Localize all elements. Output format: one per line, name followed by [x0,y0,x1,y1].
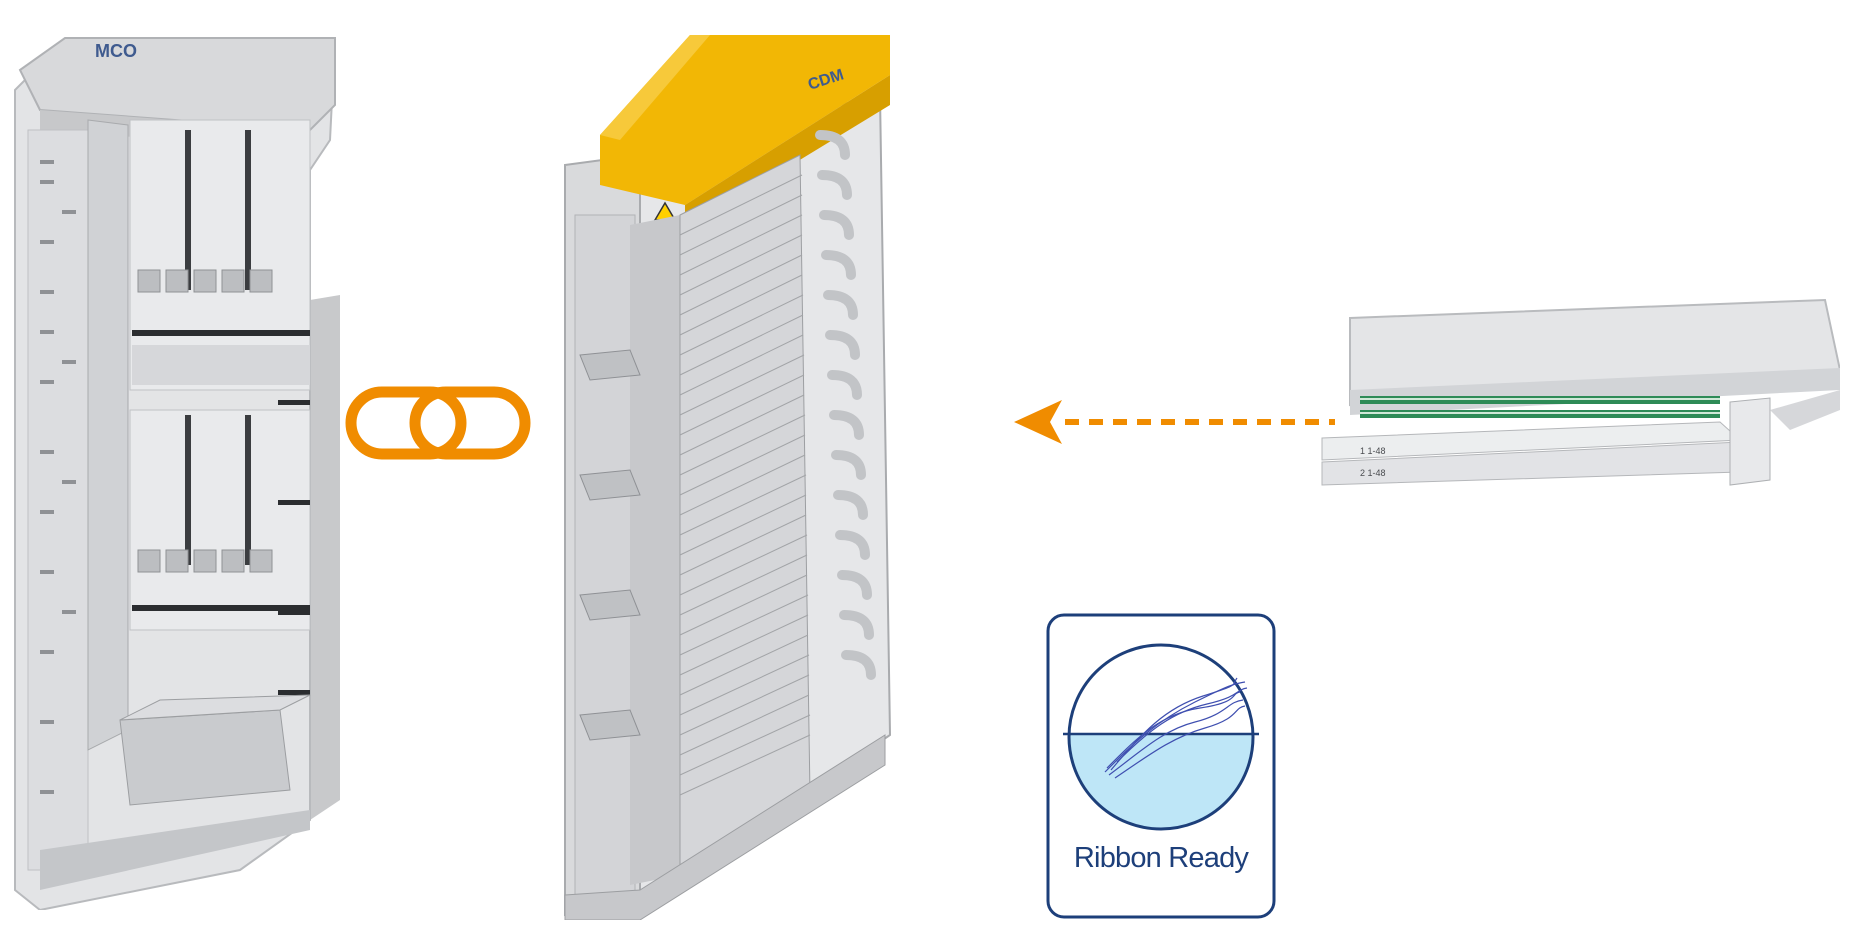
arrow-left-icon [1010,392,1340,452]
ribbon-ready-badge: Ribbon Ready [1045,612,1277,920]
link-icon [343,378,533,478]
panel-label-1: 1 1-48 [1360,446,1386,456]
left-rack-image: MCO [10,30,340,910]
center-rack-image: CDM [560,15,900,920]
ribbon-fiber-icon [1104,677,1248,779]
ribbon-ready-label: Ribbon Ready [1073,842,1249,874]
mco-logo: MCO [95,41,137,61]
patch-panel-image: 1 1-48 2 1-48 [1320,290,1840,490]
panel-label-2: 2 1-48 [1360,468,1386,478]
